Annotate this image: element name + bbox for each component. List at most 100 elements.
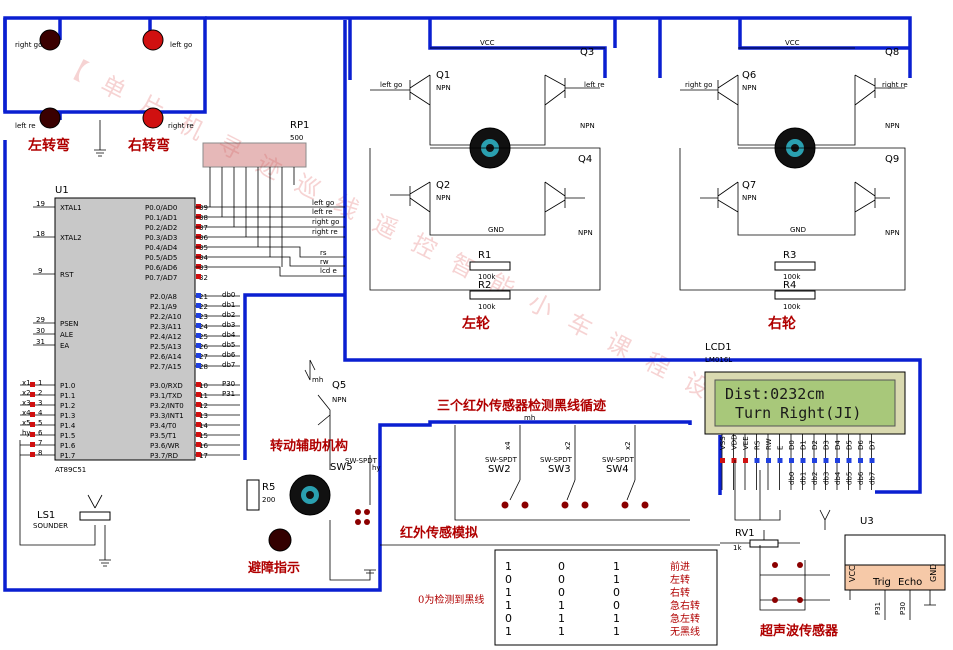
pin-marker [196, 402, 201, 407]
net-left-re: left re [15, 122, 36, 130]
r5-value: 200 [262, 496, 275, 504]
q2-type: NPN [436, 194, 451, 202]
pin-num-p2-1: 22 [199, 303, 208, 311]
pin-p2-6: P2.6/A14 [150, 353, 182, 361]
pin-psen: PSEN [60, 320, 78, 328]
net-db6: db6 [222, 351, 236, 359]
net-x4: x4 [504, 441, 512, 450]
pin-marker [196, 363, 201, 368]
r5-body [246, 479, 260, 511]
r3-body [774, 261, 816, 271]
net-p3-0: P30 [222, 380, 235, 388]
pin-marker [754, 458, 760, 463]
pin-num-p2-7: 28 [199, 363, 208, 371]
tt-r3-c1: 1 [558, 599, 565, 612]
u1-label: U1 [55, 185, 69, 196]
net-db1: db1 [222, 301, 235, 309]
lcd-net-db7: db7 [869, 472, 877, 485]
pin-p1-5: P1.5 [60, 432, 75, 440]
rp1-value: 500 [290, 134, 303, 142]
pin-marker [196, 293, 201, 298]
pin-marker [196, 214, 201, 219]
q1-net: left go [380, 81, 402, 89]
net-right-re: right re [168, 122, 194, 130]
led-left-go [39, 29, 61, 51]
q8-label: Q8 [885, 47, 899, 58]
net-rw: rw [320, 258, 329, 266]
pin-p2-7: P2.7/A15 [150, 363, 181, 371]
pin-marker [196, 343, 201, 348]
q2-label: Q2 [436, 180, 450, 191]
label-right-wheel: 右轮 [767, 315, 796, 332]
pin-marker [869, 458, 875, 463]
turn-led-group: right go left go left re right re 左转弯 右转… [15, 29, 194, 157]
pin-p2-4: P2.4/A12 [150, 333, 181, 341]
pin-p0-0: P0.0/AD0 [145, 204, 177, 212]
pin-p1-2: P1.2 [60, 402, 75, 410]
pin-marker [777, 458, 783, 463]
u3-pin-echo: Echo [898, 577, 922, 588]
r4-label: R4 [783, 280, 796, 291]
pin-marker [30, 412, 35, 417]
rv1-value: 1k [733, 544, 742, 552]
q8-net: right re [882, 81, 908, 89]
sw2-label: SW2 [488, 464, 511, 475]
pin-marker [196, 204, 201, 209]
lcd-pin-d3: D3 [823, 440, 831, 450]
led-right-go [142, 29, 164, 51]
pin-marker [196, 452, 201, 457]
pin-marker [196, 422, 201, 427]
lcd-pin-rw: RW [765, 438, 773, 450]
steering-aux-group: mh Q5 NPN 转动辅助机构 R5 200 避障指示 SW5 SW-SPDT… [246, 359, 381, 581]
pin-num-p1-2: 3 [38, 399, 42, 407]
lcd-pin-d2: D2 [811, 440, 819, 450]
pin-xtal1: XTAL1 [60, 204, 82, 212]
lcd-net-db1: db1 [800, 472, 808, 485]
q5-type: NPN [332, 396, 347, 404]
pin-p3-4: P3.4/T0 [150, 422, 176, 430]
label-avoid: 避障指示 [248, 560, 300, 576]
pin-p3-3: P3.3/INT1 [150, 412, 184, 420]
pin-num-p1-7: 8 [38, 449, 42, 457]
ls1-part: SOUNDER [33, 522, 68, 530]
pin-num-p0-0: 39 [199, 204, 208, 212]
rv1-label: RV1 [735, 528, 755, 539]
u3-pin-vcc: VCC [848, 565, 857, 582]
gnd-right: GND [790, 226, 806, 234]
tt-r0-c2: 1 [613, 560, 620, 573]
pin-num-p1-4: 5 [38, 419, 42, 427]
sw3-label: SW3 [548, 464, 571, 475]
pin-num-p3-2: 12 [199, 402, 208, 410]
q9-label: Q9 [885, 154, 899, 165]
pin-marker [196, 224, 201, 229]
ultrasonic-group: RV1 1k U3 VCC Trig Echo GND P31 P30 超声波传… [720, 460, 946, 639]
q6-net: right go [685, 81, 712, 89]
r2-value: 100k [478, 303, 496, 311]
net-left-go: left go [170, 41, 192, 49]
tt-r2-c0: 1 [505, 586, 512, 599]
pin-p1-1: P1.1 [60, 392, 75, 400]
pin-p1-0: P1.0 [60, 382, 75, 390]
pin-marker [846, 458, 852, 463]
q7-label: Q7 [742, 180, 756, 191]
pin-marker [196, 323, 201, 328]
lcd-pin-d6: D6 [857, 440, 865, 450]
net-rs: rs [320, 249, 327, 257]
lcd-pin-rs: RS [754, 440, 762, 450]
net-db7: db7 [222, 361, 235, 369]
pin-p3-5: P3.5/T1 [150, 432, 176, 440]
q6-type: NPN [742, 84, 757, 92]
pin-num-29: 29 [36, 316, 45, 324]
mh-label-ir: mh [524, 414, 535, 422]
pin-num-p0-6: 33 [199, 264, 208, 272]
pin-p3-1: P3.1/TXD [150, 392, 182, 400]
q6-label: Q6 [742, 70, 756, 81]
tt-r1-action: 左转 [670, 573, 690, 586]
lcd-pin-e: E [777, 446, 785, 450]
sw5-type: SW-SPDT [345, 457, 378, 465]
r1-body [469, 261, 511, 271]
pin-p1-6: P1.6 [60, 442, 76, 450]
pin-num-p2-0: 21 [199, 293, 208, 301]
pin-p3-6: P3.6/WR [150, 442, 180, 450]
